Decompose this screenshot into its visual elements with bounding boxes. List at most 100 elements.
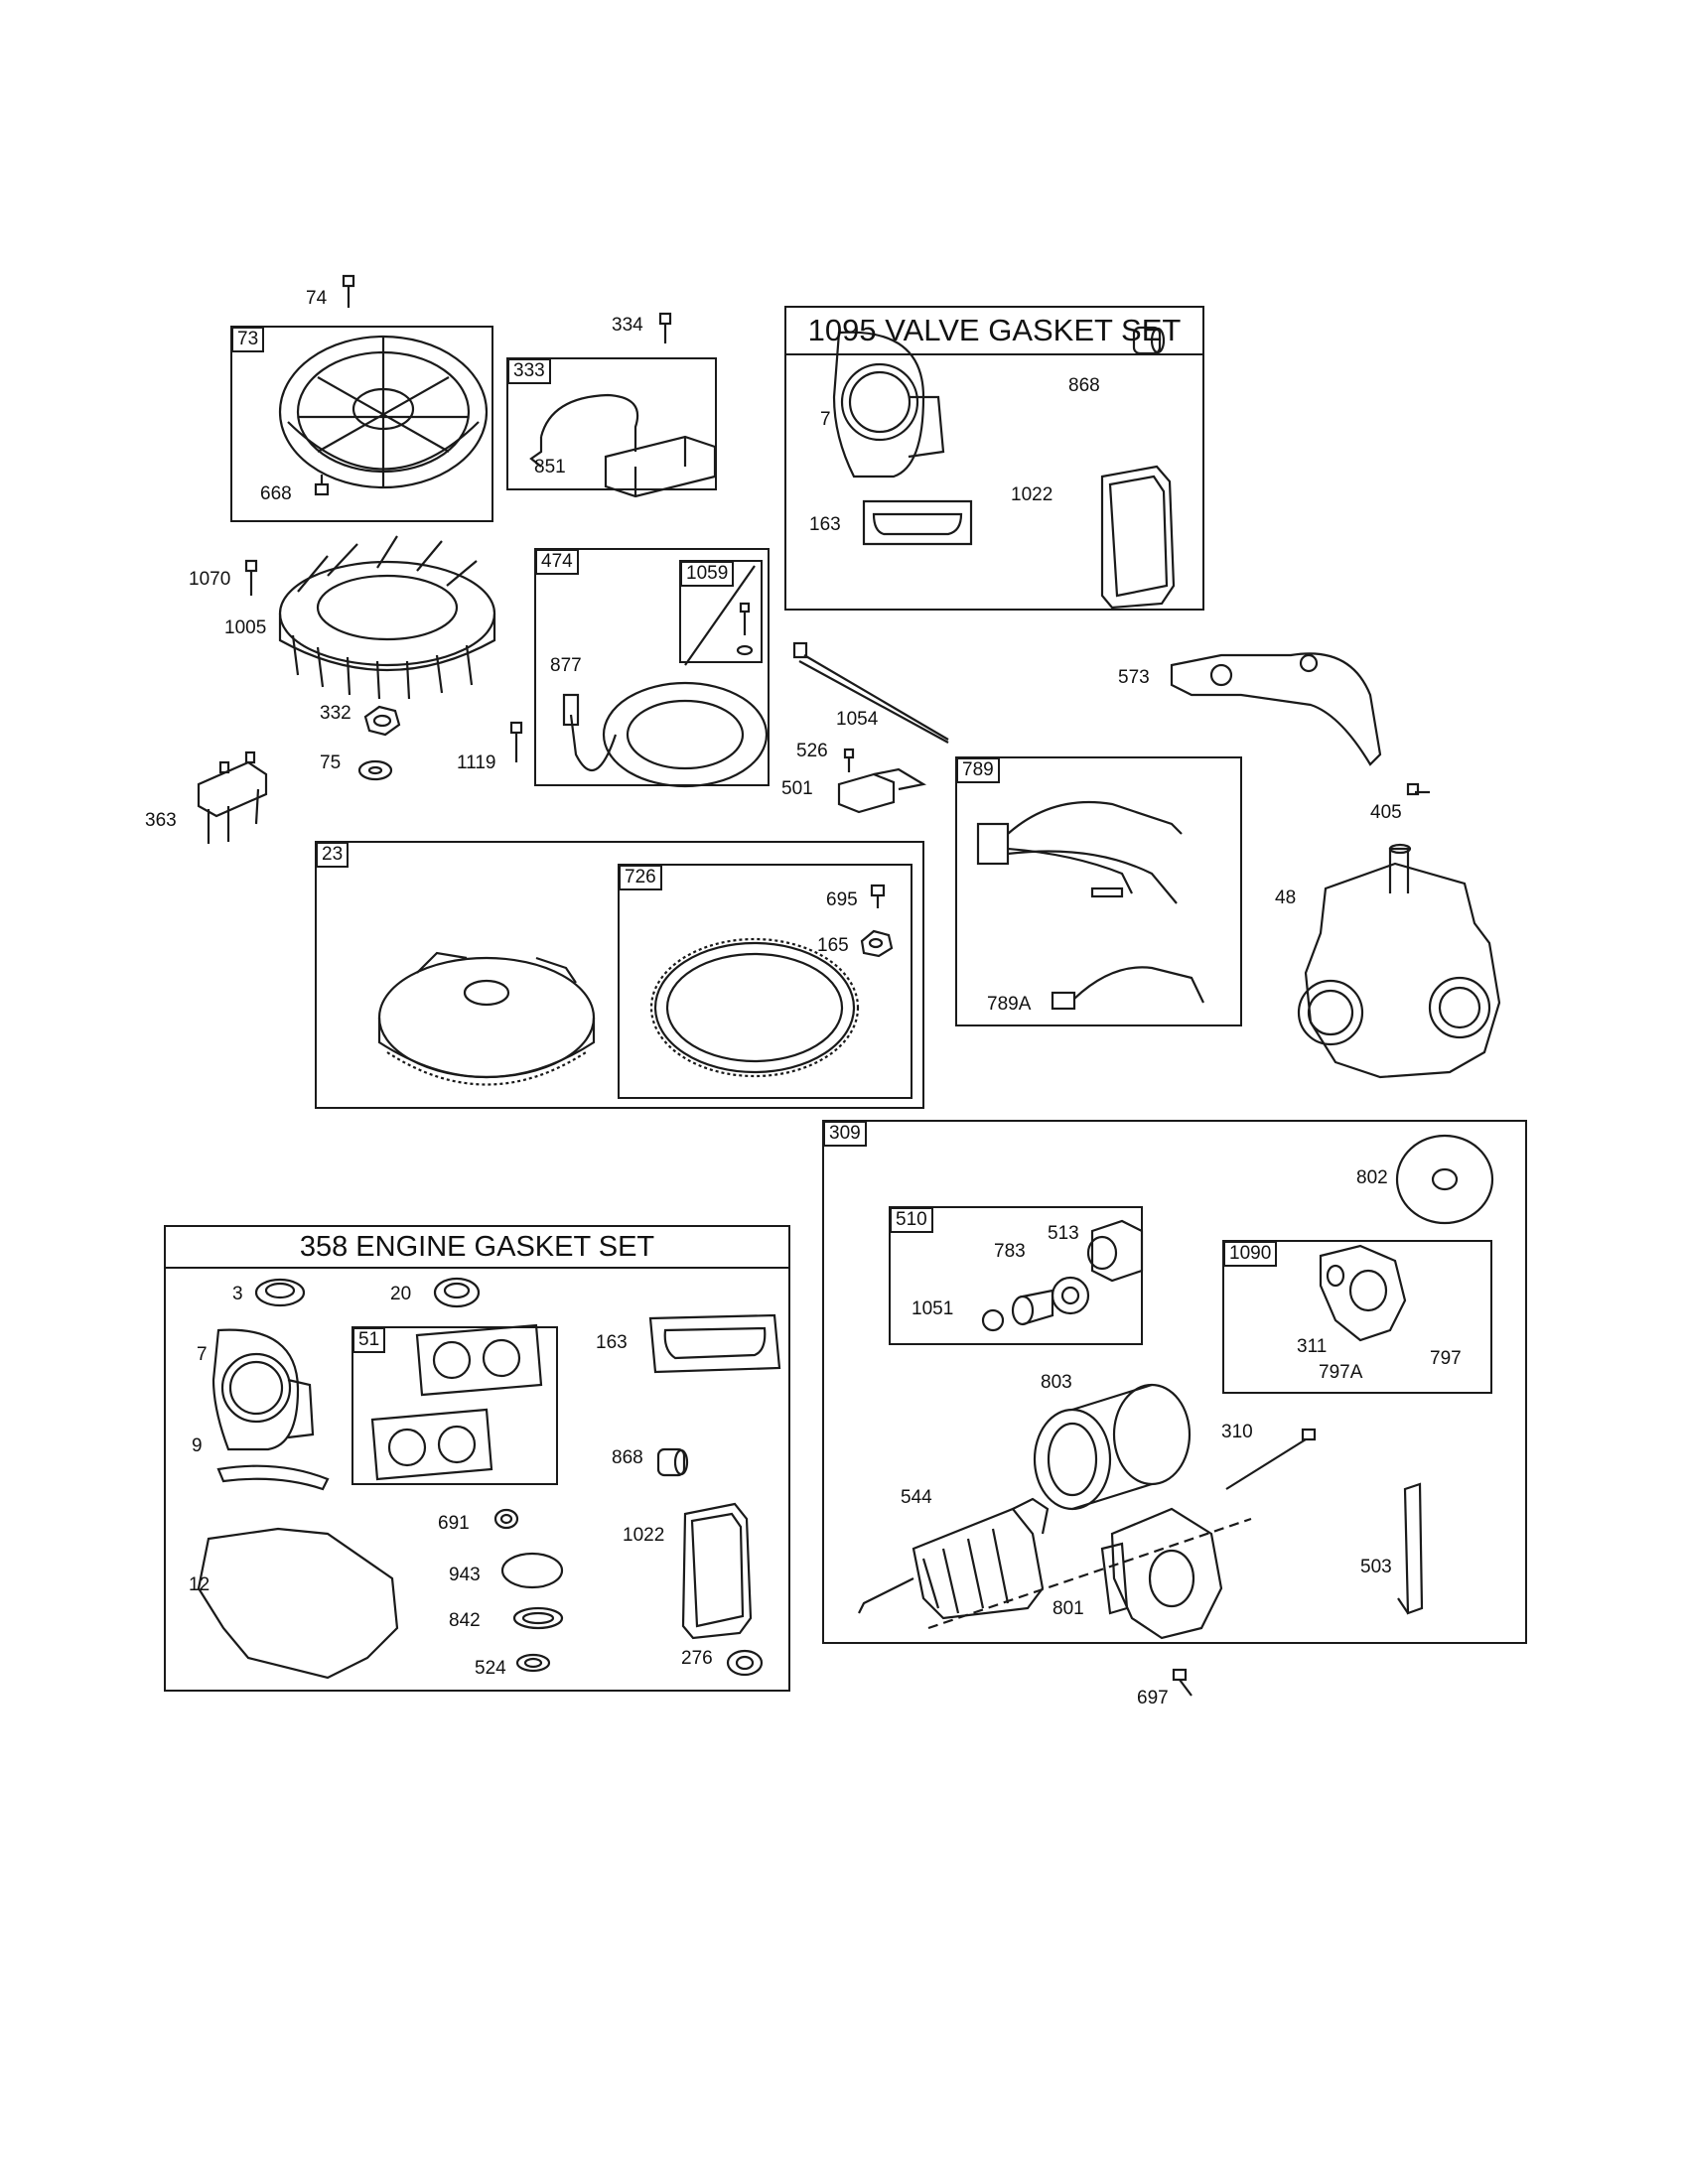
thru-bolt-icon bbox=[1225, 1428, 1317, 1490]
box-1095-valve-gasket-set: 1095 VALVE GASKET SET bbox=[784, 306, 1204, 611]
engine-shroud-icon bbox=[1170, 652, 1382, 766]
part-label-1022-valve: 1022 bbox=[1011, 484, 1053, 505]
nut-332-icon bbox=[363, 705, 401, 737]
screw-1119-icon bbox=[509, 721, 523, 762]
bracket-503-icon bbox=[1397, 1482, 1424, 1615]
box-1095-title: 1095 VALVE GASKET SET bbox=[786, 308, 1202, 355]
part-label-544: 544 bbox=[901, 1487, 932, 1508]
screw-334-icon bbox=[658, 312, 672, 343]
box-789-tag: 789 bbox=[956, 757, 1000, 783]
part-label-1054: 1054 bbox=[836, 709, 879, 730]
gasket-9-icon bbox=[216, 1464, 330, 1491]
part-label-868-valve: 868 bbox=[1068, 375, 1100, 396]
part-label-1119: 1119 bbox=[457, 752, 496, 773]
alternator-stator-icon bbox=[562, 681, 769, 788]
box-510-tag: 510 bbox=[890, 1207, 933, 1233]
screw-526-icon bbox=[843, 748, 855, 772]
part-label-75: 75 bbox=[320, 752, 342, 773]
ring-gear-icon bbox=[649, 937, 860, 1078]
cable-tie-icon bbox=[792, 641, 949, 744]
screw-1070-icon bbox=[244, 559, 258, 596]
part-label-311: 311 bbox=[1297, 1336, 1328, 1357]
seal-842-icon bbox=[512, 1606, 564, 1630]
part-label-943: 943 bbox=[449, 1565, 481, 1585]
part-label-789A: 789A bbox=[987, 994, 1032, 1015]
part-label-1070: 1070 bbox=[189, 569, 231, 590]
box-333-tag: 333 bbox=[507, 358, 551, 384]
part-label-801: 801 bbox=[1052, 1598, 1084, 1619]
part-label-524: 524 bbox=[475, 1658, 506, 1679]
gasket-1022-icon bbox=[1100, 465, 1176, 610]
seal-524-icon bbox=[515, 1653, 551, 1673]
part-label-501: 501 bbox=[781, 778, 813, 799]
part-label-163-valve: 163 bbox=[809, 514, 841, 535]
part-label-74: 74 bbox=[306, 288, 328, 309]
box-474-tag: 474 bbox=[535, 549, 579, 575]
box-73: 73 bbox=[230, 326, 493, 522]
blower-housing-icon bbox=[278, 335, 489, 489]
part-label-334: 334 bbox=[612, 315, 643, 336]
part-label-7-valve: 7 bbox=[820, 409, 831, 430]
valve-cover-gasket-163b-icon bbox=[648, 1313, 781, 1374]
box-1090-tag: 1090 bbox=[1223, 1241, 1278, 1267]
box-1090: 1090 bbox=[1222, 1240, 1492, 1394]
crankcase-icon bbox=[1297, 843, 1501, 1079]
seal-3-icon bbox=[254, 1278, 306, 1307]
part-label-20: 20 bbox=[390, 1284, 412, 1304]
part-label-310: 310 bbox=[1221, 1422, 1253, 1442]
box-726: 726 bbox=[618, 864, 912, 1099]
starter-drive-icon bbox=[981, 1219, 1144, 1332]
head-gasket-7b-icon bbox=[211, 1328, 315, 1451]
brush-holder-icon bbox=[1319, 1244, 1407, 1342]
screw-405-icon bbox=[1406, 782, 1430, 796]
box-23: 23 bbox=[315, 841, 924, 1109]
part-label-802: 802 bbox=[1356, 1167, 1388, 1188]
part-label-513: 513 bbox=[1048, 1223, 1079, 1244]
valve-cover-gasket-icon bbox=[862, 499, 973, 546]
flywheel-icon bbox=[377, 951, 596, 1086]
part-label-797A: 797A bbox=[1319, 1362, 1363, 1383]
nut-165-icon bbox=[860, 929, 894, 958]
seal-868b-icon bbox=[656, 1447, 689, 1477]
part-label-48: 48 bbox=[1275, 887, 1297, 908]
part-label-163-engine: 163 bbox=[596, 1332, 628, 1353]
plate-802-icon bbox=[1395, 1134, 1494, 1225]
gasket-12-icon bbox=[197, 1527, 399, 1680]
part-label-697: 697 bbox=[1137, 1688, 1169, 1708]
part-label-3: 3 bbox=[232, 1284, 243, 1304]
part-label-668: 668 bbox=[260, 483, 292, 504]
box-726-tag: 726 bbox=[619, 865, 662, 890]
screw-668-icon bbox=[314, 475, 330, 496]
seal-20-icon bbox=[433, 1277, 481, 1308]
armature-icon bbox=[858, 1497, 1050, 1620]
part-label-695: 695 bbox=[826, 889, 858, 910]
screw-695-icon bbox=[870, 884, 886, 908]
bracket-363-icon bbox=[197, 751, 268, 844]
box-1059: 1059 bbox=[679, 560, 763, 663]
seal-276-icon bbox=[726, 1649, 764, 1677]
part-label-405: 405 bbox=[1370, 802, 1402, 823]
intake-gasket-upper-icon bbox=[415, 1323, 543, 1397]
box-474: 474 bbox=[534, 548, 770, 786]
part-label-851: 851 bbox=[534, 457, 566, 478]
end-cap-icon bbox=[1100, 1507, 1223, 1640]
box-309: 309 bbox=[822, 1120, 1527, 1644]
head-gasket-icon bbox=[832, 331, 945, 478]
box-358-engine-gasket-set: 358 ENGINE GASKET SET bbox=[164, 1225, 790, 1692]
intake-gasket-lower-icon bbox=[370, 1408, 493, 1481]
part-label-332: 332 bbox=[320, 703, 351, 724]
part-label-7-engine: 7 bbox=[197, 1344, 208, 1365]
box-51-tag: 51 bbox=[352, 1327, 386, 1353]
part-label-503: 503 bbox=[1360, 1557, 1392, 1577]
box-510: 510 bbox=[889, 1206, 1143, 1345]
part-label-1005: 1005 bbox=[224, 617, 267, 638]
box-333: 333 bbox=[506, 357, 717, 490]
screw-1059-icon bbox=[736, 602, 754, 656]
part-label-9: 9 bbox=[192, 1435, 203, 1456]
part-label-363: 363 bbox=[145, 810, 177, 831]
part-label-1051: 1051 bbox=[912, 1298, 954, 1319]
box-358-title: 358 ENGINE GASKET SET bbox=[166, 1227, 788, 1269]
part-label-877: 877 bbox=[550, 655, 582, 676]
starter-frame-icon bbox=[1033, 1383, 1192, 1511]
screw-697-icon bbox=[1172, 1668, 1193, 1697]
